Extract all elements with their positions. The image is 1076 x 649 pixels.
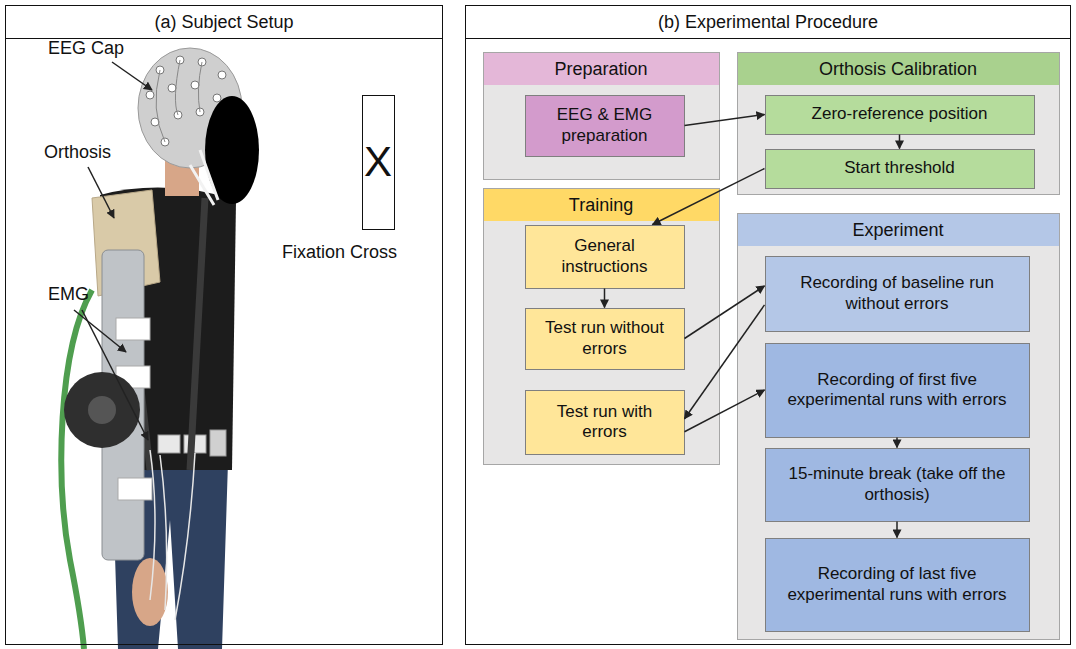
panel-title: (b) Experimental Procedure (466, 6, 1070, 39)
box-label: Test run without errors (526, 314, 684, 363)
part-label: EMG (48, 284, 89, 305)
stage-group: ExperimentRecording of baseline run with… (737, 213, 1060, 640)
stage-group: PreparationEEG & EMG preparation (483, 52, 720, 180)
hand-and-wires (132, 450, 195, 626)
panel-title: (a) Subject Setup (6, 6, 442, 39)
orthosis-part (64, 372, 140, 448)
box-label: Recording of last five experimental runs… (766, 560, 1029, 609)
process-box: Zero-reference position (765, 95, 1035, 135)
stage-group: Orthosis CalibrationZero-reference posit… (737, 52, 1060, 195)
fixation-mark: X (364, 141, 392, 183)
group-heading: Training (484, 189, 719, 221)
flow-arrow (604, 289, 606, 308)
label-holder: Fixation Cross (282, 242, 397, 263)
eeg-cap-part (146, 91, 154, 99)
leader-lines-part (74, 310, 126, 352)
stage-group: TrainingGeneral instructionsTest run wit… (483, 188, 720, 465)
label-holder: EEG Cap (48, 38, 124, 59)
box-label: EEG & EMG preparation (526, 101, 684, 150)
flow-arrow (685, 115, 765, 126)
leader-lines-part (112, 62, 152, 90)
green-cable-part (61, 290, 92, 649)
part-label: EEG Cap (48, 38, 124, 59)
flow-arrow (685, 390, 765, 432)
panel-frame: (b) Experimental ProcedurePreparationEEG… (465, 5, 1071, 645)
part-label: Fixation Cross (282, 242, 397, 263)
leader-lines (74, 62, 152, 440)
orthosis-part (88, 396, 116, 424)
eeg-cap-part (191, 81, 199, 89)
orthosis-part (118, 478, 152, 500)
green-cable (61, 290, 92, 649)
box-label: General instructions (526, 232, 684, 281)
torso-part (158, 435, 180, 453)
face-mask-part (190, 150, 218, 205)
flow-arrow (653, 169, 765, 225)
leader-lines-part (82, 310, 148, 440)
process-box: Recording of baseline run without errors (765, 256, 1030, 332)
label-holder: Orthosis (44, 142, 111, 163)
hand-and-wires-part (132, 558, 168, 626)
fixation-cross-box: X (362, 95, 395, 230)
box-label: Test run with errors (526, 398, 684, 447)
process-box: Recording of last five experimental runs… (765, 538, 1030, 632)
box-label: 15-minute break (take off the orthosis) (766, 460, 1029, 509)
eeg-cap-part (218, 71, 226, 79)
flow-arrow (896, 522, 898, 538)
box-label: Start threshold (766, 154, 1034, 182)
group-heading: Orthosis Calibration (738, 53, 1059, 85)
hand-and-wires-part (150, 450, 195, 620)
process-box: Test run with errors (525, 390, 685, 455)
flow-arrow (896, 438, 898, 448)
part-label: Orthosis (44, 142, 111, 163)
panel-frame: (a) Subject SetupX (5, 5, 443, 645)
orthosis-part (116, 318, 150, 340)
label-holder: EMG (48, 284, 89, 305)
group-heading: Preparation (484, 53, 719, 85)
eeg-cap-part (156, 60, 202, 142)
leader-lines-part (88, 167, 114, 218)
flow-arrow (685, 305, 765, 419)
group-heading: Experiment (738, 214, 1059, 246)
flow-arrow (899, 135, 901, 149)
box-label: Recording of first five experimental run… (766, 366, 1029, 415)
process-box: Test run without errors (525, 308, 685, 370)
process-box: Start threshold (765, 149, 1035, 189)
face-mask (190, 96, 259, 205)
box-label: Zero-reference position (766, 100, 1034, 128)
eeg-cap-part (168, 84, 176, 92)
eeg-cap-part (213, 94, 221, 102)
process-box: EEG & EMG preparation (525, 95, 685, 157)
process-box: General instructions (525, 225, 685, 289)
box-label: Recording of baseline run without errors (766, 269, 1029, 318)
torso-part (210, 430, 226, 456)
process-box: 15-minute break (take off the orthosis) (765, 448, 1030, 522)
flow-arrow (685, 286, 765, 339)
process-box: Recording of first five experimental run… (765, 343, 1030, 438)
orthosis (64, 190, 160, 560)
